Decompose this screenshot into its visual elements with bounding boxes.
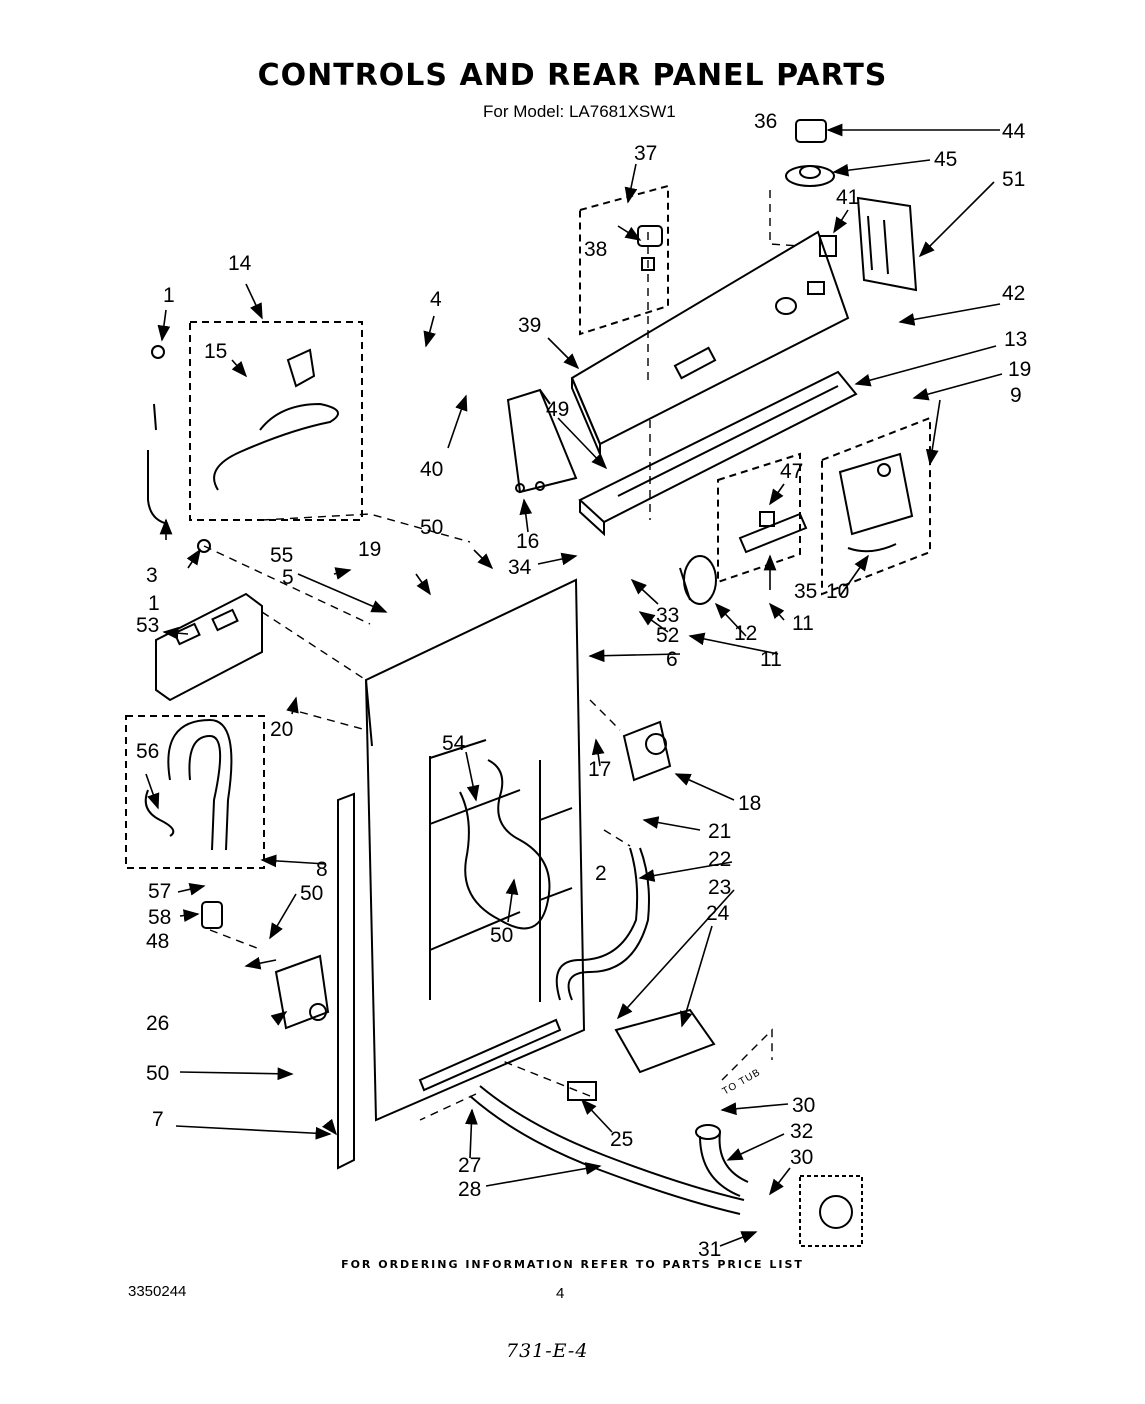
- callout-26: 26: [146, 1012, 169, 1035]
- callout-6: 6: [666, 648, 678, 671]
- callout-34: 34: [508, 556, 532, 579]
- control-knob-kit-box: [579, 184, 669, 336]
- page-number: 4: [556, 1285, 565, 1302]
- callout-13: 13: [1004, 328, 1027, 351]
- callout-11: 11: [760, 648, 782, 671]
- callout-50: 50: [146, 1062, 169, 1085]
- callout-19: 19: [358, 538, 381, 561]
- callout-40: 40: [420, 458, 443, 481]
- callout-31: 31: [698, 1238, 721, 1261]
- document-number: 3350244: [128, 1283, 187, 1300]
- callout-7: 7: [152, 1108, 164, 1131]
- callout-15: 15: [204, 340, 227, 363]
- callout-28: 28: [458, 1178, 481, 1201]
- callout-45: 45: [934, 148, 957, 171]
- to-tub-label: TO TUB: [721, 1067, 763, 1098]
- callout-20: 20: [270, 718, 293, 741]
- callout-9: 9: [1010, 384, 1022, 407]
- callout-47: 47: [780, 460, 803, 483]
- callout-25: 25: [610, 1128, 633, 1151]
- callout-1: 1: [163, 284, 175, 307]
- callout-5: 5: [282, 566, 294, 589]
- callout-17: 17: [588, 758, 611, 781]
- callout-12: 12: [734, 622, 757, 645]
- cord-kit-box: [189, 321, 363, 521]
- callout-1: 1: [148, 592, 160, 615]
- callout-22: 22: [708, 848, 731, 871]
- timer-box: [821, 416, 931, 596]
- callout-49: 49: [546, 398, 569, 421]
- callout-41: 41: [836, 186, 859, 209]
- callout-18: 18: [738, 792, 761, 815]
- page-title: CONTROLS AND REAR PANEL PARTS: [257, 58, 888, 93]
- callout-42: 42: [1002, 282, 1025, 305]
- drain-hose-kit-box: [125, 715, 265, 869]
- callout-51: 51: [1002, 168, 1025, 191]
- callout-27: 27: [458, 1154, 481, 1177]
- switch-box: [717, 452, 801, 584]
- callout-39: 39: [518, 314, 541, 337]
- callout-32: 32: [790, 1120, 813, 1143]
- callout-14: 14: [228, 252, 252, 275]
- callout-24: 24: [706, 902, 730, 925]
- callout-3: 3: [146, 564, 158, 587]
- callout-2: 2: [595, 862, 607, 885]
- callout-55: 55: [270, 544, 293, 567]
- callout-38: 38: [584, 238, 607, 261]
- callout-16: 16: [516, 530, 539, 553]
- callout-36: 36: [754, 110, 777, 133]
- model-number: For Model: LA7681XSW1: [483, 102, 676, 121]
- callout-35: 35: [794, 580, 817, 603]
- callout-8: 8: [316, 858, 328, 881]
- callout-50: 50: [300, 882, 323, 905]
- ordering-note: FOR ORDERING INFORMATION REFER TO PARTS …: [341, 1258, 804, 1271]
- callout-4: 4: [430, 288, 442, 311]
- callout-52: 52: [656, 624, 679, 647]
- callout-44: 44: [1002, 120, 1026, 143]
- callout-37: 37: [634, 142, 657, 165]
- callout-30: 30: [790, 1146, 813, 1169]
- callout-21: 21: [708, 820, 731, 843]
- console-group: [506, 119, 918, 605]
- callout-30: 30: [792, 1094, 815, 1117]
- handwritten-note: 731-E-4: [506, 1340, 589, 1362]
- callout-11: 11: [792, 612, 814, 635]
- callout-54: 54: [442, 732, 466, 755]
- callout-10: 10: [826, 580, 849, 603]
- callout-23: 23: [708, 876, 731, 899]
- callout-56: 56: [136, 740, 159, 763]
- callout-58: 58: [148, 906, 171, 929]
- callout-50: 50: [420, 516, 443, 539]
- callout-57: 57: [148, 880, 171, 903]
- callout-33: 33: [656, 604, 679, 627]
- callout-53: 53: [136, 614, 159, 637]
- callout-19: 19: [1008, 358, 1031, 381]
- callout-48: 48: [146, 930, 169, 953]
- callout-50: 50: [490, 924, 513, 947]
